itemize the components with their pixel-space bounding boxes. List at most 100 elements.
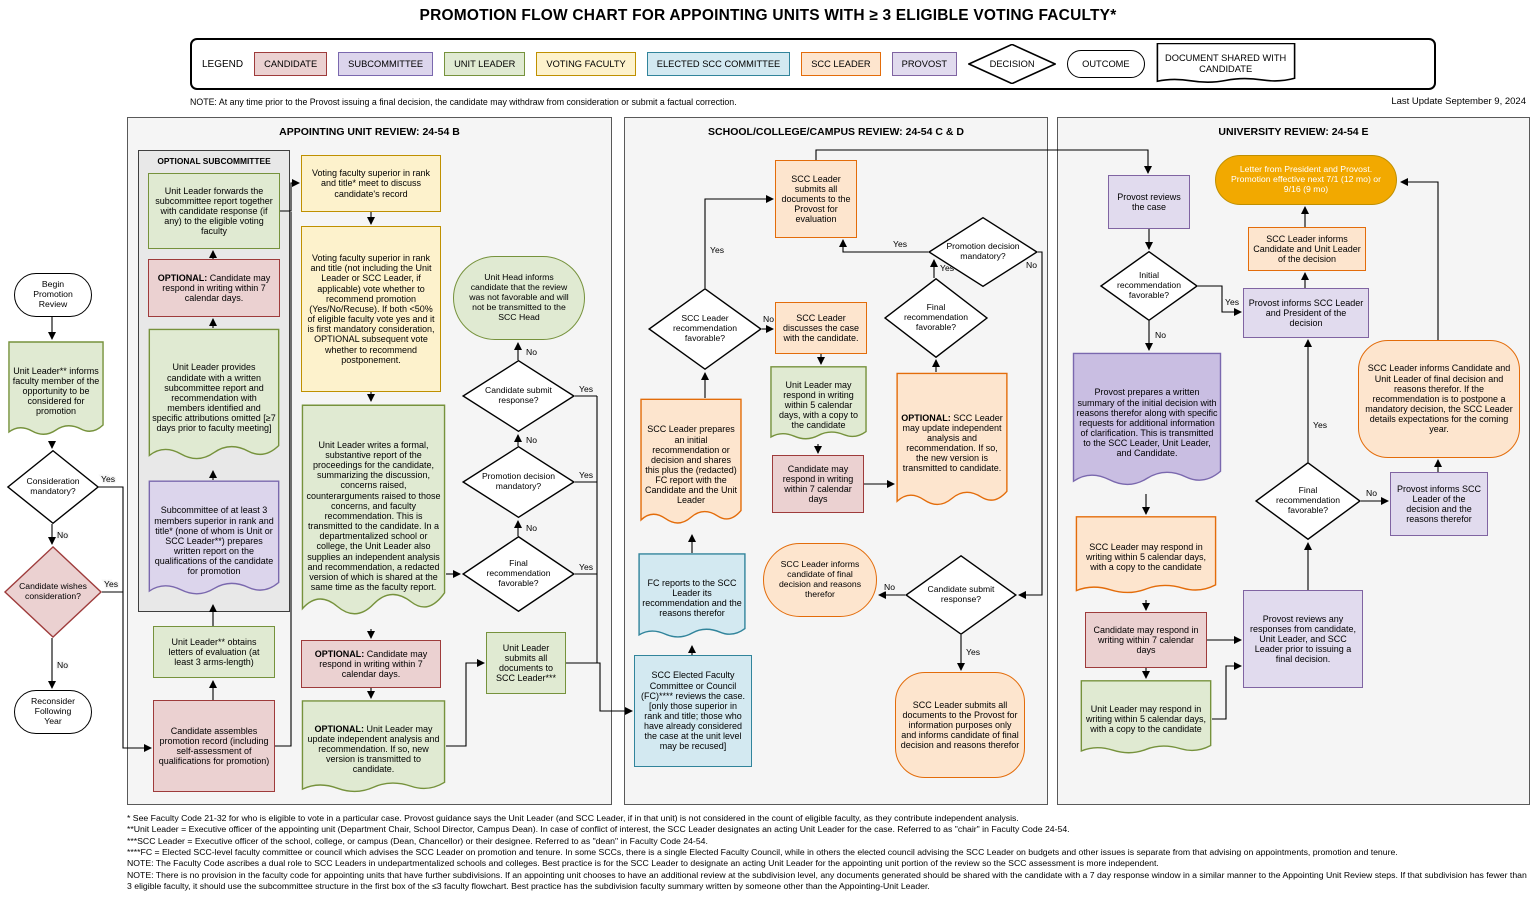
edge-label-44: No xyxy=(1155,330,1166,340)
edge-label-31: No xyxy=(763,314,774,324)
provost-prepares-summary-label: Provost prepares a written summary of th… xyxy=(1076,387,1218,459)
begin-promotion-review: Begin Promotion Review xyxy=(14,273,92,317)
provost-reviews-responses: Provost reviews any responses from candi… xyxy=(1243,590,1363,688)
unit-leader-writes-report-label: Unit Leader writes a formal, substantive… xyxy=(306,439,441,593)
candidate-assembles-record-label: Candidate assembles promotion record (in… xyxy=(158,725,270,767)
provost-informs-scc-president: Provost informs SCC Leader and President… xyxy=(1243,288,1369,338)
candidate-wishes-consideration-diamond-shape xyxy=(4,546,102,638)
edge-label-19: No xyxy=(526,435,537,445)
candidate-respond-7-days-university: Candidate may respond in writing within … xyxy=(1085,612,1207,668)
scc-leader-recommendation-favorable-label: SCC Leader recommendation favorable? xyxy=(672,313,737,343)
legend-document-shape xyxy=(1156,43,1296,85)
unit-leader-informs-faculty-label: Unit Leader** informs faculty member of … xyxy=(12,365,100,417)
initial-recommendation-favorable-label: Initial recommendation favorable? xyxy=(1116,270,1181,300)
scc-leader-submits-provost-information-label: SCC Leader submits all documents to the … xyxy=(900,699,1020,751)
panel-university-header: UNIVERSITY REVIEW: 24-54 E xyxy=(1218,126,1369,138)
final-recommendation-favorable-unit-label: Final recommendation favorable? xyxy=(486,558,551,588)
flow-edge-37 xyxy=(839,239,928,253)
fc-reports-to-scc-leader: FC reports to the SCC Leader its recomme… xyxy=(638,553,746,643)
unit-leader-informs-faculty: Unit Leader** informs faculty member of … xyxy=(8,341,104,441)
unit-leader-writes-report: Unit Leader writes a formal, substantive… xyxy=(301,403,446,629)
unit-head-informs-not-favorable-label: Unit Head informs candidate that the rev… xyxy=(469,272,569,322)
candidate-respond-7-days-scc: Candidate may respond in writing within … xyxy=(772,455,864,513)
flow-edge-56 xyxy=(1400,178,1439,340)
scc-leader-recommendation-favorable: SCC Leader recommendation favorable? xyxy=(648,288,762,370)
unit-leader-forwards-report-label: Unit Leader forwards the subcommittee re… xyxy=(155,185,273,237)
fc-reviews-case-label: SCC Elected Faculty Committee or Council… xyxy=(640,670,746,752)
legend-item-decision: DECISION xyxy=(968,44,1056,84)
unit-leader-provides-subcommittee-report-label: Unit Leader provides candidate with a wr… xyxy=(152,362,276,434)
subcommittee-prepares-report-document-shape xyxy=(148,480,280,602)
flow-edge-41 xyxy=(815,149,1152,174)
initial-recommendation-favorable-diamond-shape xyxy=(1100,251,1198,321)
letter-from-president-provost-label: Letter from President and Provost. Promo… xyxy=(1230,164,1381,194)
unit-head-informs-not-favorable: Unit Head informs candidate that the rev… xyxy=(453,256,585,340)
footnote-5: NOTE: The Faculty Code ascribes a dual r… xyxy=(127,858,1159,869)
candidate-submit-response-scc-label: Candidate submit response? xyxy=(927,584,995,604)
edge-label-30: Yes xyxy=(710,245,724,255)
flow-edge-38 xyxy=(1018,251,1043,599)
flow-edge-2 xyxy=(98,486,152,752)
flow-edge-49 xyxy=(1212,662,1242,720)
edge-label-43: Yes xyxy=(1225,297,1239,307)
final-recommendation-favorable-unit-diamond-shape xyxy=(462,536,575,612)
candidate-submit-response-unit-diamond-shape xyxy=(462,360,575,432)
edge-label-52: No xyxy=(1366,488,1377,498)
promotion-decision-mandatory-unit-diamond-shape xyxy=(462,446,575,518)
promotion-decision-mandatory-scc: Promotion decision mandatory? xyxy=(928,217,1038,287)
scc-leader-discusses-case: SCC Leader discusses the case with the c… xyxy=(775,302,867,354)
consideration-mandatory: Consideration mandatory? xyxy=(7,450,99,524)
begin-promotion-review-label: Begin Promotion Review xyxy=(33,279,73,309)
consideration-mandatory-diamond-shape xyxy=(7,450,99,524)
unit-leader-obtains-letters: Unit Leader** obtains letters of evaluat… xyxy=(153,626,275,678)
legend-item-unit-leader: UNIT LEADER xyxy=(444,52,526,76)
provost-reviews-case: Provost reviews the case xyxy=(1108,175,1190,229)
candidate-submit-response-unit-label: Candidate submit response? xyxy=(485,385,552,405)
scc-leader-prepares-initial: SCC Leader prepares an initial recommend… xyxy=(640,398,742,532)
provost-reviews-case-label: Provost reviews the case xyxy=(1117,191,1181,212)
voting-faculty-meet: Voting faculty superior in rank and titl… xyxy=(301,155,441,212)
edge-label-24: Yes xyxy=(579,562,593,572)
scc-leader-submits-provost-evaluation: SCC Leader submits all documents to the … xyxy=(775,160,857,238)
scc-leader-submits-provost-information: SCC Leader submits all documents to the … xyxy=(895,672,1025,778)
scc-leader-prepares-initial-label: SCC Leader prepares an initial recommend… xyxy=(644,424,738,506)
final-recommendation-favorable-scc: Final recommendation favorable? xyxy=(884,278,988,358)
optional-candidate-respond-7-days-2-label: OPTIONAL: Candidate may respond in writi… xyxy=(314,648,428,680)
provost-prepares-summary-document-shape xyxy=(1072,352,1222,494)
candidate-wishes-consideration: Candidate wishes consideration? xyxy=(4,546,102,638)
flow-edge-17 xyxy=(446,659,485,747)
unit-leader-submits-documents: Unit Leader submits all documents to SCC… xyxy=(486,632,566,694)
footnote-6: NOTE: There is no provision in the facul… xyxy=(127,869,1527,891)
panel-appointing-unit-header: APPOINTING UNIT REVIEW: 24-54 B xyxy=(279,126,460,138)
consideration-mandatory-label: Consideration mandatory? xyxy=(26,476,80,496)
letter-from-president-provost: Letter from President and Provost. Promo… xyxy=(1215,155,1397,205)
edge-label-38: No xyxy=(1026,260,1037,270)
legend-item-provost: PROVOST xyxy=(891,52,958,76)
promotion-decision-mandatory-scc-label: Promotion decision mandatory? xyxy=(946,241,1020,261)
panel-school-college-campus-header: SCHOOL/COLLEGE/CAMPUS REVIEW: 24-54 C & … xyxy=(708,126,964,138)
flow-edge-43 xyxy=(1198,285,1242,316)
scc-leader-informs-final-decision: SCC Leader informs candidate of final de… xyxy=(763,543,877,617)
provost-informs-scc-leader-label: Provost informs SCC Leader of the decisi… xyxy=(1396,483,1482,525)
flow-edge-26 xyxy=(566,662,633,715)
final-recommendation-favorable-scc-label: Final recommendation favorable? xyxy=(903,302,968,332)
scc-leader-respond-5-days-university-label: SCC Leader may respond in writing within… xyxy=(1085,541,1207,573)
candidate-submit-response-scc: Candidate submit response? xyxy=(905,555,1017,635)
final-recommendation-favorable-scc-diamond-shape xyxy=(884,278,988,358)
edge-label-3: No xyxy=(57,530,68,540)
unit-leader-informs-faculty-document-shape xyxy=(8,341,104,441)
legend-item-elected-scc-committee: ELECTED SCC COMMITTEE xyxy=(646,52,791,76)
promotion-decision-mandatory-unit: Promotion decision mandatory? xyxy=(462,446,575,518)
optional-candidate-respond-7-days-2: OPTIONAL: Candidate may respond in writi… xyxy=(301,640,441,688)
optional-unit-leader-update: OPTIONAL: Unit Leader may update indepen… xyxy=(301,700,446,798)
promotion-decision-mandatory-scc-diamond-shape xyxy=(928,217,1038,287)
voting-faculty-meet-label: Voting faculty superior in rank and titl… xyxy=(311,168,431,199)
flow-edge-30 xyxy=(704,195,774,288)
flow-edge-11 xyxy=(280,179,300,212)
optional-candidate-respond-7-days-1-label: OPTIONAL: Candidate may respond in writi… xyxy=(157,272,271,304)
optional-unit-leader-update-document-shape xyxy=(301,700,446,798)
unit-leader-provides-subcommittee-report: Unit Leader provides candidate with a wr… xyxy=(148,328,280,468)
candidate-assembles-record: Candidate assembles promotion record (in… xyxy=(153,700,275,792)
